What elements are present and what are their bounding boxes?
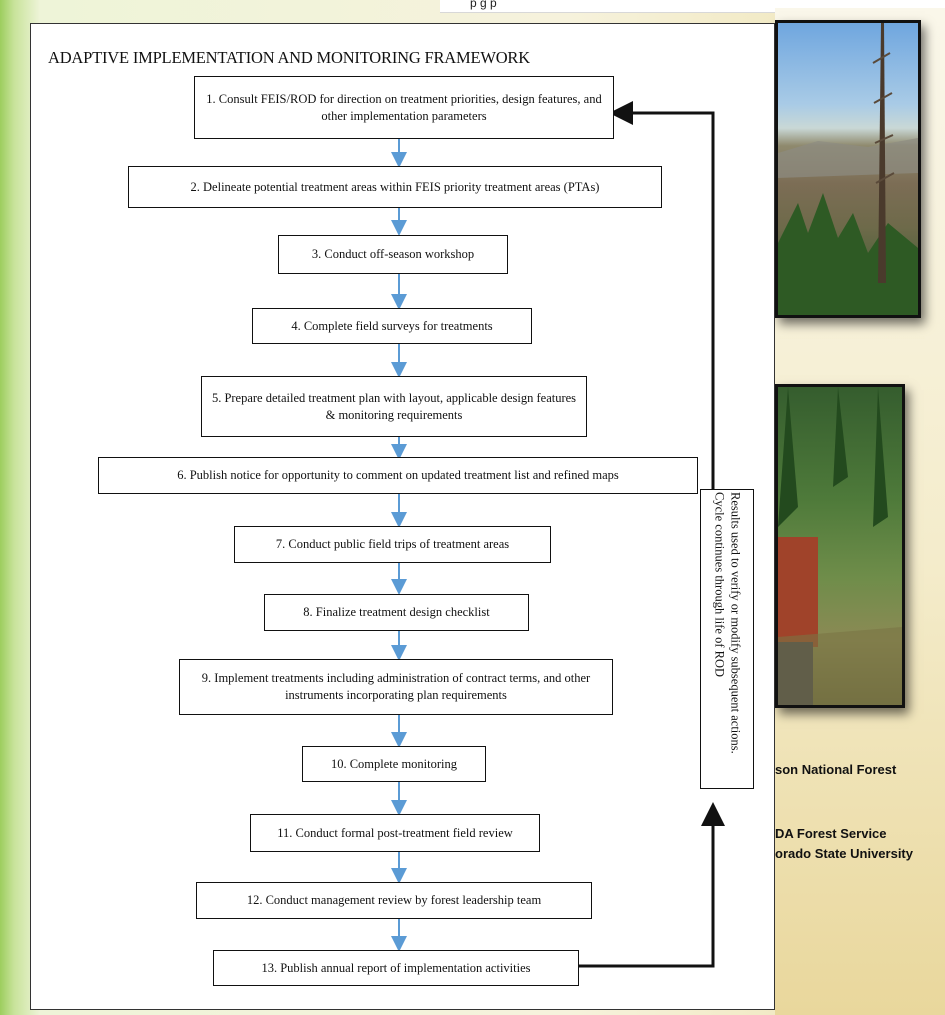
flow-arrows (391, 101, 725, 968)
step-9-box: 9. Implement treatments including admini… (179, 659, 613, 715)
field-trip-photo-art (778, 387, 902, 705)
step-3-box: 3. Conduct off-season workshop (278, 235, 508, 274)
step-1-box: 1. Consult FEIS/ROD for direction on tre… (194, 76, 614, 139)
top-strip-text: p g p (470, 0, 497, 10)
arrow-feedback-1 (609, 101, 715, 489)
field-trip-photo (775, 384, 905, 708)
step-7-box: 7. Conduct public field trips of treatme… (234, 526, 551, 563)
step-5-box: 5. Prepare detailed treatment plan with … (201, 376, 587, 437)
step-8-box: 8. Finalize treatment design checklist (264, 594, 529, 631)
credit-university: orado State University (775, 846, 913, 861)
framework-title: ADAPTIVE IMPLEMENTATION AND MONITORING F… (48, 48, 530, 67)
step-4-box: 4. Complete field surveys for treatments (252, 308, 532, 344)
step-13-box: 13. Publish annual report of implementat… (213, 950, 579, 986)
feedback-text: Results used to verify or modify subsequ… (712, 492, 743, 754)
step-2-box: 2. Delineate potential treatment areas w… (128, 166, 662, 208)
step-12-box: 12. Conduct management review by forest … (196, 882, 592, 919)
landscape-photo (775, 20, 921, 318)
arrow-13-feedback (579, 802, 725, 968)
credit-forest: son National Forest (775, 762, 897, 777)
step-10-box: 10. Complete monitoring (302, 746, 486, 782)
step-11-box: 11. Conduct formal post-treatment field … (250, 814, 540, 852)
step-6-box: 6. Publish notice for opportunity to com… (98, 457, 698, 494)
feedback-box: Results used to verify or modify subsequ… (700, 489, 754, 789)
credit-service: DA Forest Service (775, 826, 887, 841)
landscape-photo-art (778, 23, 918, 315)
framework-diagram: ADAPTIVE IMPLEMENTATION AND MONITORING F… (30, 23, 775, 1010)
